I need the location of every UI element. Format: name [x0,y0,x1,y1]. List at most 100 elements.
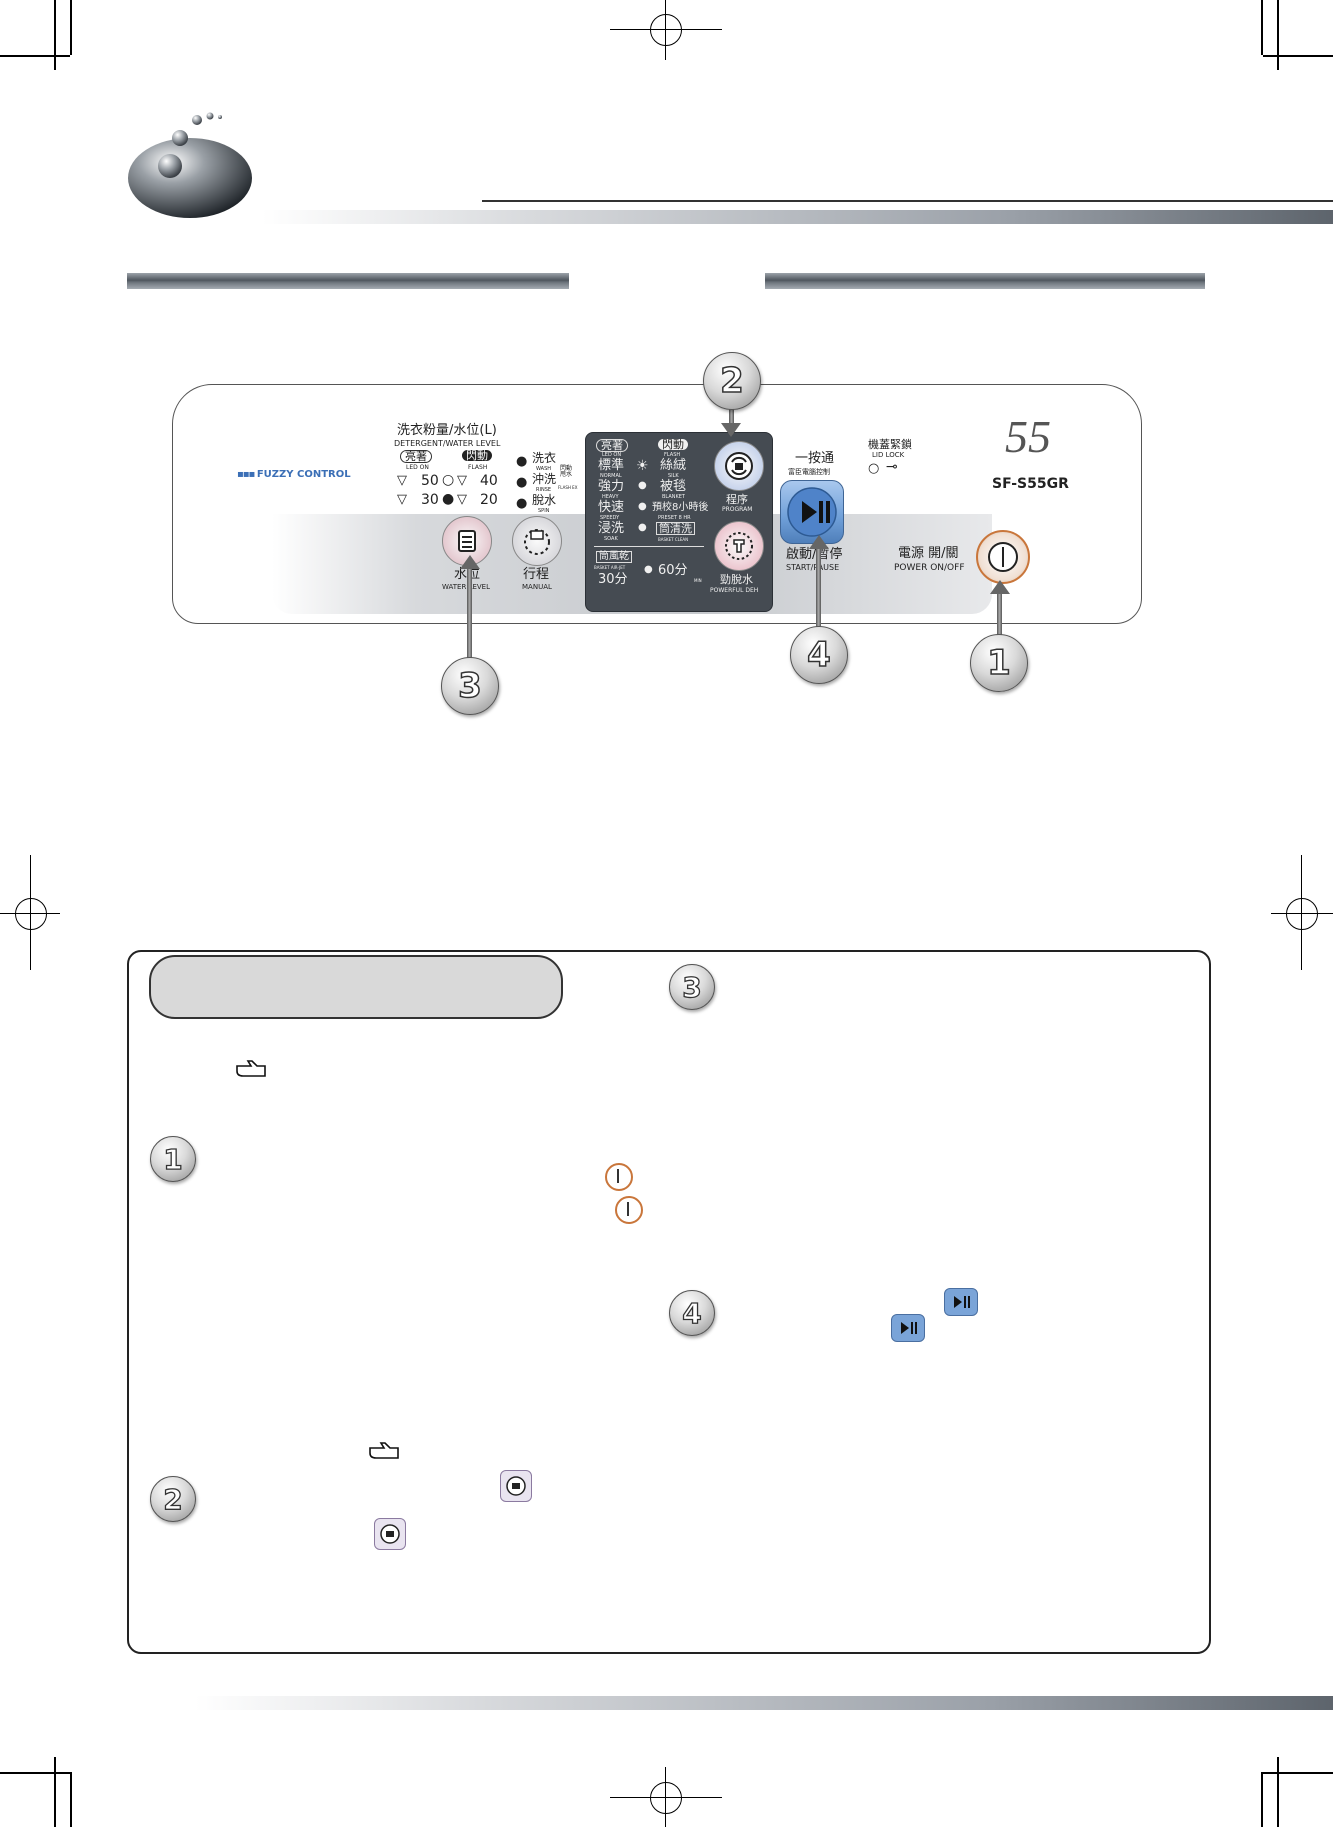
water-level-button[interactable] [442,516,492,566]
inline-power-icon [605,1163,633,1191]
inline-start-pause-icon [891,1314,925,1342]
manual-button-cn: 行程 [523,567,550,582]
model-number: 55 [1005,411,1051,462]
instruction-title-box [149,955,563,1019]
water-title-en: DETERGENT/WATER LEVEL [394,439,501,448]
crop-mark [0,55,70,57]
program-dot: ● [638,480,647,491]
program-button[interactable] [714,441,764,491]
step-4-badge: 4 [669,1290,715,1336]
program-cycle-icon [725,452,753,480]
crop-mark [54,1757,56,1827]
stage-dot: ● [516,475,528,490]
water-title-cn: 洗衣粉量/水位(L) [397,423,497,438]
key-icon: ⊸ [886,459,898,475]
program-soak-en: SOAK [604,536,618,542]
program-soak-cn: 浸洗 [598,521,625,536]
powerful-spin-button[interactable] [714,521,764,571]
stage-dot: ● [516,454,528,469]
program-display: 亮著 閃動 LED ON FLASH 標準 NORMAL ☀ 絲絨 SILK 強… [585,432,773,612]
inline-start-pause-icon [944,1288,978,1316]
start-pause-cn: 啟動/暫停 [786,547,843,562]
step-2-badge: 2 [150,1476,196,1522]
brand-text: FUZZY CONTROL [256,469,351,480]
crop-mark [1261,0,1263,55]
basin-icon: ▽ [397,492,407,507]
crop-mark [610,29,722,31]
crop-mark [1277,0,1279,70]
inline-program-icon [500,1470,532,1502]
start-pause-button[interactable] [780,480,844,544]
step-3-badge: 3 [669,964,715,1010]
basin-icon: ▽ [457,473,467,488]
lid-lock-cn: 機蓋緊鎖 [868,438,912,451]
power-button[interactable] [976,530,1030,584]
program-blanket-cn: 被毯 [660,479,687,494]
callout-pin [729,405,734,429]
model-name: SF-S55GR [992,476,1069,492]
time-60: 60分 [658,563,688,578]
time-30: 30分 [598,572,628,587]
basin-icon: ▽ [457,492,467,507]
arrow-up-icon [990,580,1010,594]
crop-mark [1261,1772,1263,1827]
program-normal-en: NORMAL [600,473,622,479]
program-preset-en: PRESET 8 HR [658,515,691,521]
one-touch-cn: 一按通 [795,451,835,466]
water-led-on-cn: 亮著 [400,450,432,463]
crop-mark [54,0,56,70]
lid-lock-indicator: ○ [868,461,880,476]
crop-mark [70,0,72,55]
start-pause-en: START/PAUSE [786,563,840,572]
crop-mark [1263,1772,1333,1774]
pointing-hand-icon [236,1060,266,1077]
crop-mark [610,1797,722,1799]
fuzzy-dots-icon: ▪▪▪ [237,469,257,480]
level-indicator-open: ○ [442,472,455,488]
play-pause-icon [954,1296,970,1308]
power-en: POWER ON/OFF [894,563,965,573]
program-cycle-icon [380,1524,400,1544]
header-rule [482,200,1333,202]
water-level-50: 50 [421,473,439,489]
crop-mark [1263,55,1333,57]
stage-spin-cn: 脫水 [532,493,557,507]
program-blanket-en: BLANKET [662,494,685,500]
pointing-hand-icon [369,1442,399,1459]
callout-pin [997,590,1002,636]
step-1-badge: 1 [150,1136,196,1182]
program-preset-cn: 預校8小時後 [652,502,709,513]
level-indicator-filled: ● [442,491,455,507]
powerful-spin-icon [725,532,753,560]
play-pause-icon [787,487,837,537]
basin-icon: ▽ [397,473,407,488]
program-basket-clean-en: BASKET CLEAN [658,537,689,542]
power-icon [988,542,1018,572]
callout-1: 1 [970,634,1028,692]
crop-mark [1271,913,1333,915]
stage-wash-cn: 洗衣 [532,451,557,465]
program-heavy-cn: 強力 [598,479,625,494]
callout-2: 2 [703,352,761,410]
section-bar-right [765,273,1205,289]
footer-gradient-bar [195,1696,1333,1710]
program-normal-cn: 標準 [598,458,625,473]
stage-spin-en: SPIN [538,508,550,514]
callout-3: 3 [441,657,499,715]
arrow-up-icon [809,535,829,549]
manual-button[interactable] [512,516,562,566]
stage-dot: ● [516,496,528,511]
water-flash-en: FLASH [468,464,488,471]
crop-mark [0,1772,70,1774]
instruction-box [127,950,1211,1654]
water-level-20: 20 [480,492,498,508]
stage-rinse-en: RINSE [536,487,552,493]
powerful-spin-cn: 勁脫水 [720,573,753,586]
arrow-up-icon [460,555,480,569]
water-button-en: WATER LEVEL [442,583,491,591]
water-led-on-en: LED ON [406,464,429,471]
bubble-logo-icon [128,112,252,218]
flash-ex-en: FLASH EX [558,485,578,490]
program-heavy-en: HEAVY [602,494,619,500]
crop-mark [30,855,32,970]
